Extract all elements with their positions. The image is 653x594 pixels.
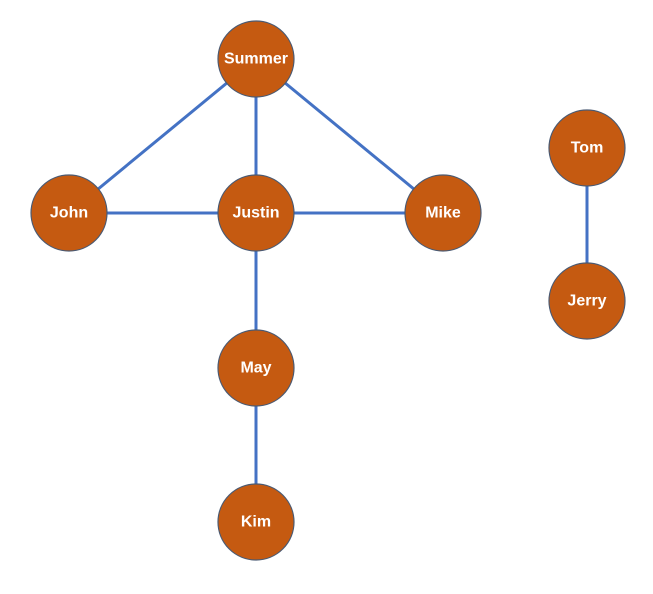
node-circle-john — [30, 174, 108, 252]
node-circle-justin — [217, 174, 295, 252]
node-justin: Justin — [217, 174, 295, 252]
node-label-mike: Mike — [425, 205, 461, 222]
edge-summer-mike — [255, 57, 444, 215]
node-tom: Tom — [548, 109, 626, 187]
node-circle-summer — [217, 20, 295, 98]
node-label-jerry: Jerry — [567, 293, 606, 310]
node-circle-jerry — [548, 262, 626, 340]
node-mike: Mike — [404, 174, 482, 252]
node-label-john: John — [50, 205, 88, 222]
node-summer: Summer — [217, 20, 295, 98]
node-may: May — [217, 329, 295, 407]
node-label-justin: Justin — [232, 205, 279, 222]
node-kim: Kim — [217, 483, 295, 561]
node-circle-kim — [217, 483, 295, 561]
node-circle-may — [217, 329, 295, 407]
edge-summer-john — [68, 57, 257, 215]
node-circle-mike — [404, 174, 482, 252]
node-label-tom: Tom — [571, 140, 604, 157]
node-label-may: May — [240, 360, 271, 377]
node-john: John — [30, 174, 108, 252]
node-label-summer: Summer — [224, 51, 288, 68]
node-jerry: Jerry — [548, 262, 626, 340]
edges-layer — [68, 57, 589, 522]
node-circle-tom — [548, 109, 626, 187]
node-label-kim: Kim — [241, 514, 271, 531]
